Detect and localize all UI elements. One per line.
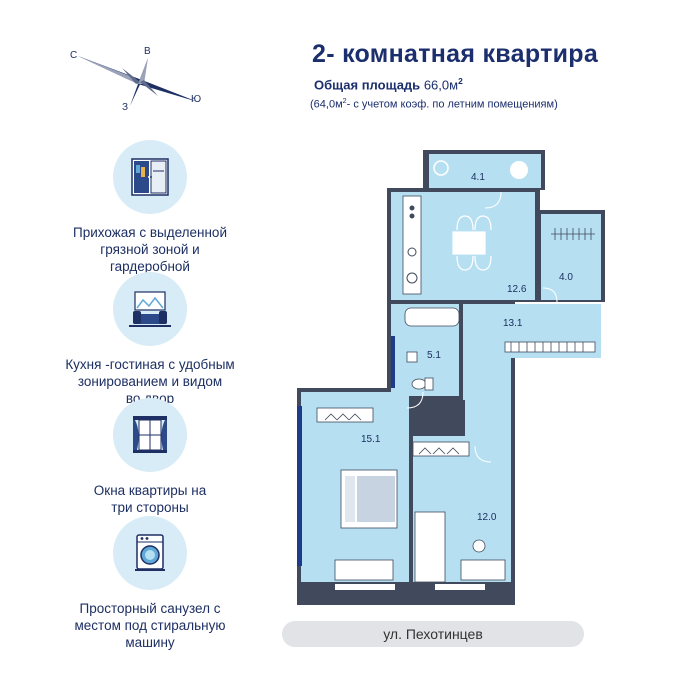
toilet-icon bbox=[406, 351, 434, 391]
window-accent bbox=[391, 336, 395, 388]
child-bed bbox=[414, 511, 446, 583]
window-accent bbox=[297, 406, 302, 566]
feature-text: Прихожая с выделенной грязной зоной и га… bbox=[40, 224, 260, 275]
area-note-sup: 2 bbox=[342, 97, 347, 105]
room-storage bbox=[541, 214, 601, 300]
area-note-text: - с учетом коэф. по летним помещениям) bbox=[346, 98, 558, 111]
compass-east-label: Ю bbox=[191, 94, 201, 105]
compass-rose: С В Ю З bbox=[70, 46, 201, 113]
feature-line: три стороны bbox=[111, 500, 189, 515]
area-note-value: (64,0м bbox=[310, 98, 343, 111]
feature-line: машину bbox=[125, 635, 175, 650]
feature-line: грязной зоной и bbox=[100, 242, 200, 257]
feature-kitchen-living: Кухня -гостиная с удобным зонированием и… bbox=[40, 272, 260, 407]
feature-line: Кухня -гостиная с удобным bbox=[65, 357, 235, 372]
room-label-hall: 13.1 bbox=[503, 318, 523, 329]
kitchen-living-icon bbox=[129, 291, 171, 327]
washing-machine-icon bbox=[135, 534, 165, 571]
window-frame bbox=[545, 150, 549, 190]
feature-bathroom: Просторный санузел с местом под стиральн… bbox=[40, 516, 260, 651]
room-label-bedroom: 15.1 bbox=[361, 434, 381, 445]
feature-line: гардеробной bbox=[110, 259, 190, 274]
feature-line: Просторный санузел с bbox=[79, 601, 221, 616]
room-hall bbox=[463, 304, 601, 446]
room-label-balcony: 4.1 bbox=[471, 172, 485, 183]
room-label-kitchen: 12.6 bbox=[507, 284, 527, 295]
child-wardrobe bbox=[412, 441, 470, 457]
room-label-bathroom: 5.1 bbox=[427, 350, 441, 361]
window-frame bbox=[381, 200, 387, 260]
feature-hallway: Прихожая с выделенной грязной зоной и га… bbox=[40, 140, 260, 275]
street-label: ул. Пехотинцев bbox=[282, 621, 584, 647]
total-area: Общая площадь 66,0м2 bbox=[314, 76, 463, 92]
plant-icon bbox=[433, 160, 528, 179]
page-title: 2- комнатная квартира bbox=[312, 40, 599, 68]
room-label-storage: 4.0 bbox=[559, 272, 573, 283]
total-area-value: 66,0м bbox=[423, 77, 459, 93]
feature-line: зонированием и видом bbox=[77, 374, 223, 389]
feature-icon-circle bbox=[113, 140, 187, 214]
compass-south-label: З bbox=[122, 102, 128, 113]
feature-icon-circle bbox=[113, 398, 187, 472]
window-icon bbox=[133, 416, 167, 453]
compass-arm-east bbox=[138, 80, 198, 102]
bedroom-desk bbox=[334, 559, 394, 581]
compass-north-label: В bbox=[144, 46, 151, 57]
bed bbox=[340, 469, 398, 529]
kitchen-counter bbox=[402, 195, 422, 295]
window-frame bbox=[435, 584, 485, 590]
storage-shelves bbox=[551, 228, 595, 240]
feature-line: местом под стиральную bbox=[74, 618, 226, 633]
area-note: (64,0м2- с учетом коэф. по летним помеще… bbox=[310, 97, 558, 111]
compass-arm-south bbox=[130, 80, 142, 106]
room-label-child: 12.0 bbox=[477, 512, 497, 523]
bathtub bbox=[404, 307, 460, 327]
feature-text: Просторный санузел с местом под стиральн… bbox=[40, 600, 260, 651]
wardrobe-icon bbox=[131, 158, 169, 196]
feature-icon-circle bbox=[113, 272, 187, 346]
feature-icon-circle bbox=[113, 516, 187, 590]
compass-west-label: С bbox=[70, 50, 77, 61]
feature-text: Окна квартиры на три стороны bbox=[40, 482, 260, 516]
door-swings bbox=[406, 191, 624, 463]
feature-windows: Окна квартиры на три стороны bbox=[40, 398, 260, 516]
window-frame bbox=[335, 584, 395, 590]
hall-wardrobe bbox=[504, 341, 596, 353]
dining-table bbox=[452, 215, 492, 271]
feature-line: Прихожая с выделенной bbox=[73, 225, 227, 240]
desk-chair bbox=[460, 539, 506, 581]
floor-plan: 4.1 12.6 4.0 13.1 5.1 15.1 12.0 bbox=[297, 150, 624, 605]
total-area-unit-sup: 2 bbox=[458, 76, 463, 86]
feature-line: Окна квартиры на bbox=[93, 483, 207, 498]
total-area-label: Общая площадь bbox=[314, 77, 421, 93]
bedroom-wardrobe bbox=[316, 407, 374, 423]
